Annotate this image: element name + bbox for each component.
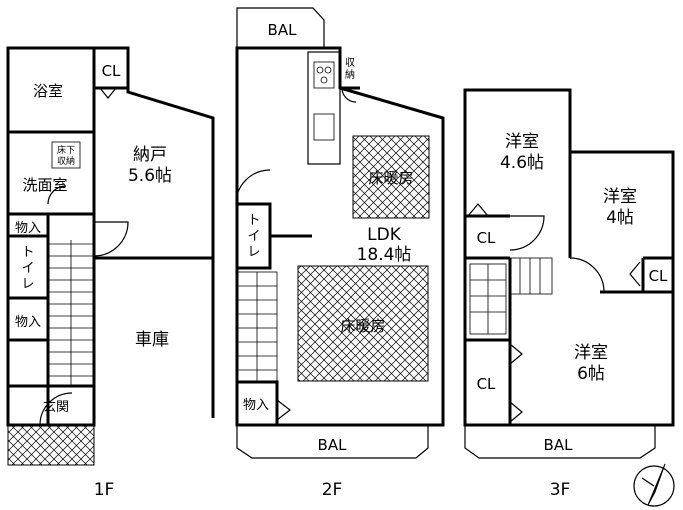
f2-floor-heat-top: [352, 135, 430, 219]
f1-porch: [7, 424, 95, 466]
f2-toilet-char-2: イ: [247, 229, 260, 244]
f3-cl-b-label: CL: [649, 267, 668, 285]
f1-door-nando: [93, 221, 129, 257]
f2-toilet-char-1: ト: [247, 213, 260, 228]
f3-door-room-a: [509, 215, 545, 251]
f3-bal: [464, 425, 656, 459]
f1-entrance-label: 玄関: [43, 400, 69, 415]
f1-door-entrance: [39, 392, 73, 426]
f2-floor-heat-bottom-label: 床暖房: [340, 317, 385, 335]
f3-bal-label: BAL: [544, 436, 574, 454]
f1-toilet-char-3: レ: [21, 277, 34, 292]
f1-stairs: [48, 240, 94, 386]
f1-toilet-char-1: ト: [21, 245, 34, 260]
f1-floor-label: 1F: [94, 480, 115, 500]
f2-bal-top: [236, 7, 325, 48]
f1-bath-label: 浴室: [33, 82, 63, 100]
f1-storage-b-label: 物入: [15, 315, 41, 330]
f3-stairs: [469, 257, 553, 335]
f2-toilet-door: [235, 169, 271, 205]
f1-storage-a-label: 物入: [15, 221, 41, 236]
f1-garage-label: 車庫: [135, 330, 169, 350]
f2-storage-label: 物入: [243, 398, 269, 413]
f3-door-cl-c1: [509, 343, 523, 365]
f3-room-c-label: 洋室: [574, 343, 608, 363]
f2-shuno-door: [341, 87, 357, 103]
f1-door-wash: [47, 185, 67, 205]
f2-sink: [313, 113, 335, 141]
f2-ldk-size: 18.4帖: [357, 245, 412, 265]
floor-2f: BAL 収 納 床暖房 床暖房 ト イ レ: [235, 7, 445, 500]
f2-bal-bottom: [236, 425, 429, 459]
f3-door-cl-c2: [509, 401, 523, 423]
f1-toilet-char-2: イ: [21, 261, 34, 276]
f3-door-cl-a: [467, 203, 489, 217]
f3-door-room-b: [569, 257, 605, 293]
f1-nando-size: 5.6帖: [128, 166, 172, 186]
f2-shuno-char-2: 納: [345, 68, 355, 81]
f3-room-b-label: 洋室: [603, 187, 637, 207]
f3-room-a-size: 4.6帖: [500, 153, 544, 173]
f1-nando-label: 納戸: [133, 145, 167, 165]
svg-text:床下: 床下: [57, 144, 75, 156]
floor-1f: 浴室 CL 床下 収納 洗面室 納戸 5.6帖 物入 ト イ レ 物入 車庫 玄…: [6, 46, 215, 500]
f3-room-c-size: 6帖: [577, 364, 605, 384]
compass-icon: [633, 463, 675, 507]
f1-storage-under: 床下 収納: [51, 141, 81, 169]
f3-room-b-size: 4帖: [606, 208, 634, 228]
f3-door-cl-b: [629, 261, 641, 287]
floor-3f: 洋室 4.6帖 洋室 4帖 CL CL 洋室 6帖 CL BAL 3F: [463, 88, 675, 500]
f2-shuno-char-1: 収: [345, 57, 355, 69]
f2-bal-bottom-label: BAL: [318, 436, 348, 454]
f3-cl-b-box: [641, 256, 673, 292]
f2-stove: [313, 61, 335, 89]
f1-door-cl: [99, 87, 117, 99]
f2-stairs: [236, 271, 278, 383]
f3-cl-a-label: CL: [477, 229, 496, 247]
f2-kitchen-counter: [307, 51, 341, 165]
f2-storage-door: [276, 399, 291, 421]
f2-bal-top-label: BAL: [268, 21, 298, 39]
f1-cl-label: CL: [102, 62, 121, 80]
f1-washroom-label: 洗面室: [22, 176, 67, 194]
f2-ldk-label: LDK: [367, 225, 402, 245]
f1-nando-wall: [94, 46, 215, 418]
f2-floor-heat-bottom: [297, 265, 429, 382]
f3-room-a-label: 洋室: [505, 132, 539, 152]
f2-floor-label: 2F: [322, 480, 343, 500]
svg-text:収納: 収納: [57, 155, 75, 167]
f2-stairs-wall: [237, 380, 279, 425]
f2-floor-heat-top-label: 床暖房: [368, 169, 413, 187]
f3-cl-c-label: CL: [477, 375, 496, 393]
f2-toilet-char-3: レ: [247, 245, 260, 260]
f3-floor-label: 3F: [550, 480, 571, 500]
